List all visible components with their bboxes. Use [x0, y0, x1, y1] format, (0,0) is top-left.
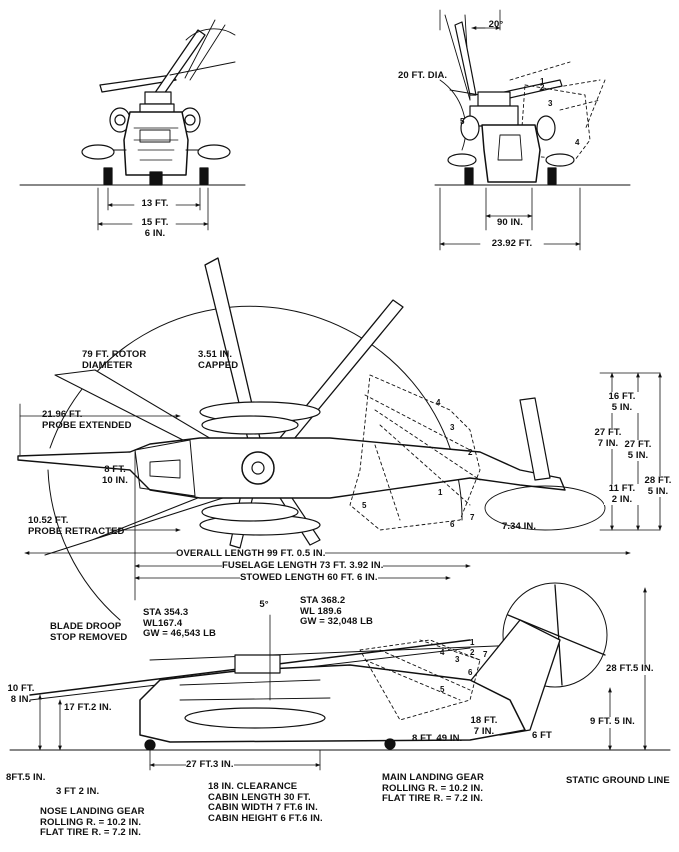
side-view-blade-number: 1	[470, 638, 475, 647]
dim-18ft-label: 18 FT. 7 IN.	[470, 715, 498, 737]
rotor-disc-arc	[49, 305, 463, 521]
rear-diameter-label: 20 FT. DIA.	[398, 70, 448, 81]
overall-length-label: OVERALL LENGTH 99 FT. 0.5 IN.	[176, 548, 326, 560]
fuselage-length-label: FUSELAGE LENGTH 73 FT. 3.92 IN.	[222, 560, 384, 572]
rear-width-2392-label: 23.92 FT.	[491, 238, 533, 249]
side-view-blade-number: 6	[468, 668, 473, 677]
plan-view	[17, 257, 662, 621]
front-track-13-label: 13 FT.	[141, 198, 169, 209]
side-view-blade-number: 5	[440, 685, 445, 694]
dim-27ft3-label: 27 FT.3 IN.	[186, 759, 234, 771]
blade-droop-label: BLADE DROOP STOP REMOVED	[50, 621, 128, 643]
side-view-blade-number: 3	[455, 655, 460, 664]
side-view-blade-number: 4	[440, 648, 445, 657]
front-track-15-label: 15 FT. 6 IN.	[141, 217, 169, 239]
side-view-blade-number: 2	[470, 648, 475, 657]
dim-27ft-5in-label: 27 FT. 5 IN.	[620, 439, 656, 461]
plan-view-blade-number: 1	[438, 488, 443, 497]
rear-angle-label: 20°	[488, 19, 504, 30]
side-angle-5-label: 5°	[259, 599, 269, 610]
side-view-blade-number: 7	[483, 650, 488, 659]
static-ground-line-label: STATIC GROUND LINE	[566, 775, 670, 786]
plan-view-blade-number: 7	[470, 513, 475, 522]
dim-11ft-label: 11 FT. 2 IN.	[604, 483, 640, 505]
plan-view-blade-number: 3	[450, 423, 455, 432]
front-view	[19, 19, 246, 231]
probe-retracted-label: 10.52 FT. PROBE RETRACTED	[28, 515, 125, 537]
nose-landing-gear-label: NOSE LANDING GEAR ROLLING R. = 10.2 IN. …	[40, 806, 145, 838]
dim-8ft49-label: 8 FT. 49 IN.	[412, 733, 463, 744]
dim-27ft-7in-label: 27 FT. 7 IN.	[590, 427, 626, 449]
plan-view-blade-number: 4	[436, 398, 441, 407]
sta-354-label: STA 354.3 WL167.4 GW = 46,543 LB	[143, 607, 216, 639]
rear-view-blade-number: 5	[460, 117, 465, 126]
rear-view-blade-number: 1	[540, 77, 545, 86]
dim-734-label: 7.34 IN.	[502, 521, 537, 532]
sta-368-label: STA 368.2 WL 189.6 GW = 32,048 LB	[300, 595, 373, 627]
main-landing-gear-label: MAIN LANDING GEAR ROLLING R. = 10.2 IN. …	[382, 772, 484, 804]
dim-8ft5-label: 8FT.5 IN.	[6, 772, 46, 783]
dim-10ft-label: 10 FT. 8 IN.	[7, 683, 35, 705]
dim-17ft-label: 17 FT.2 IN.	[64, 702, 112, 713]
dim-6ft-label: 6 FT	[532, 730, 552, 741]
stowed-length-label: STOWED LENGTH 60 FT. 6 IN.	[240, 572, 378, 584]
cabin-clearance-label: 18 IN. CLEARANCE CABIN LENGTH 30 FT. CAB…	[208, 781, 323, 824]
height-9ft-label: 9 FT. 5 IN.	[590, 716, 635, 728]
rear-view-blade-number: 4	[575, 138, 580, 147]
capped-label: 3.51 IN. CAPPED	[198, 349, 239, 371]
rear-view-blade-number: 2	[540, 83, 545, 92]
rear-view	[434, 9, 631, 251]
rear-width-90-label: 90 IN.	[497, 217, 523, 228]
probe-extended-label: 21.96 FT. PROBE EXTENDED	[42, 409, 132, 431]
dim-16ft-label: 16 FT. 5 IN.	[604, 391, 640, 413]
dim-28ft-label: 28 FT. 5 IN.	[640, 475, 676, 497]
plan-width-8ft-label: 8 FT. 10 IN.	[102, 464, 128, 486]
plan-view-blade-number: 5	[362, 501, 367, 510]
plan-view-blade-number: 6	[450, 520, 455, 529]
rotor-diameter-label: 79 FT. ROTOR DIAMETER	[82, 349, 147, 371]
dim-3ft2-label: 3 FT 2 IN.	[56, 786, 100, 797]
rear-view-blade-number: 3	[548, 99, 553, 108]
plan-view-blade-number: 2	[468, 448, 473, 457]
height-28ft-label: 28 FT.5 IN.	[606, 663, 654, 675]
